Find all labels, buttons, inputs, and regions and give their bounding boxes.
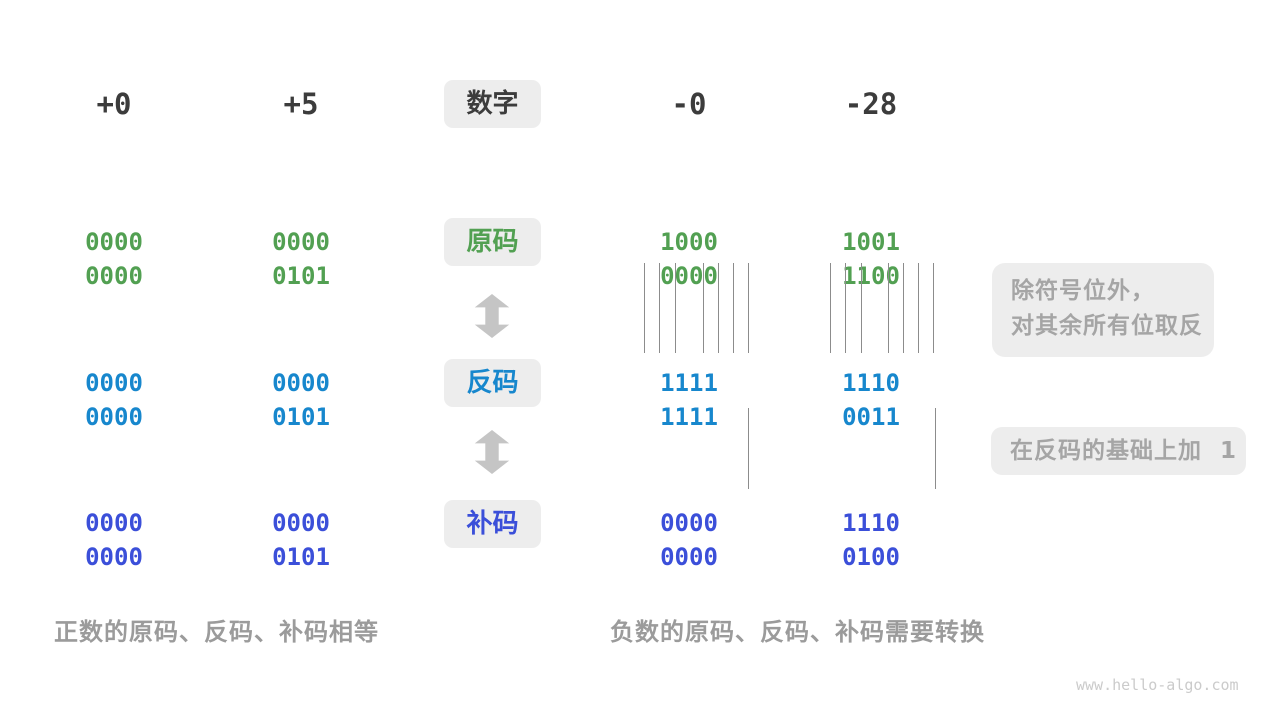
- negative-numbers-caption: 负数的原码、反码、补码需要转换: [610, 618, 985, 646]
- bit-flip-line: [748, 263, 749, 353]
- sign-magnitude-value: 1001 1100: [842, 228, 900, 290]
- add-one-line: [748, 408, 749, 489]
- sign-magnitude-value: 0000 0101: [272, 228, 330, 290]
- website-watermark: www.hello-algo.com: [1076, 676, 1239, 694]
- ones-complement-value: 0000 0101: [272, 369, 330, 431]
- updown-arrow-icon: [474, 294, 510, 338]
- sign-magnitude-value: 0000 0000: [85, 228, 143, 290]
- twos-complement-value: 1110 0100: [842, 509, 900, 571]
- bit-flip-line: [845, 263, 846, 353]
- sign-magnitude-label-box: 原码: [444, 218, 541, 266]
- ones-complement-label-box: 反码: [444, 359, 541, 407]
- decimal-value-neg-28: -28: [844, 87, 898, 121]
- decimal-value-pos-zero: +0: [96, 87, 132, 121]
- twos-complement-value: 0000 0000: [660, 509, 718, 571]
- ones-complement-value: 1110 0011: [842, 369, 900, 431]
- invert-bits-note: 除符号位外， 对其余所有位取反: [992, 263, 1214, 357]
- add-one-note: 在反码的基础上加 1: [991, 427, 1246, 475]
- ones-complement-value: 0000 0000: [85, 369, 143, 431]
- bit-flip-line: [861, 263, 862, 353]
- twos-complement-value: 0000 0000: [85, 509, 143, 571]
- decimal-value-pos-five: +5: [283, 87, 319, 121]
- bit-flip-line: [918, 263, 919, 353]
- positive-numbers-caption: 正数的原码、反码、补码相等: [54, 618, 379, 646]
- invert-bits-note-line1: 除符号位外，: [1011, 278, 1155, 304]
- add-one-line: [935, 408, 936, 489]
- decimal-value-neg-zero: -0: [671, 87, 707, 121]
- bit-flip-line: [703, 263, 704, 353]
- bit-flip-line: [675, 263, 676, 353]
- bit-flip-line: [830, 263, 831, 353]
- bit-flip-line: [903, 263, 904, 353]
- number-label-box: 数字: [444, 80, 541, 128]
- ones-complement-value: 1111 1111: [660, 369, 718, 431]
- updown-arrow-icon: [474, 430, 510, 474]
- bit-flip-line: [933, 263, 934, 353]
- bit-flip-line: [718, 263, 719, 353]
- bit-flip-line: [888, 263, 889, 353]
- bit-flip-line: [733, 263, 734, 353]
- sign-magnitude-value: 1000 0000: [660, 228, 718, 290]
- twos-complement-value: 0000 0101: [272, 509, 330, 571]
- bit-flip-line: [659, 263, 660, 353]
- bit-flip-line: [644, 263, 645, 353]
- twos-complement-label-box: 补码: [444, 500, 541, 548]
- invert-bits-note-line2: 对其余所有位取反: [1011, 313, 1203, 339]
